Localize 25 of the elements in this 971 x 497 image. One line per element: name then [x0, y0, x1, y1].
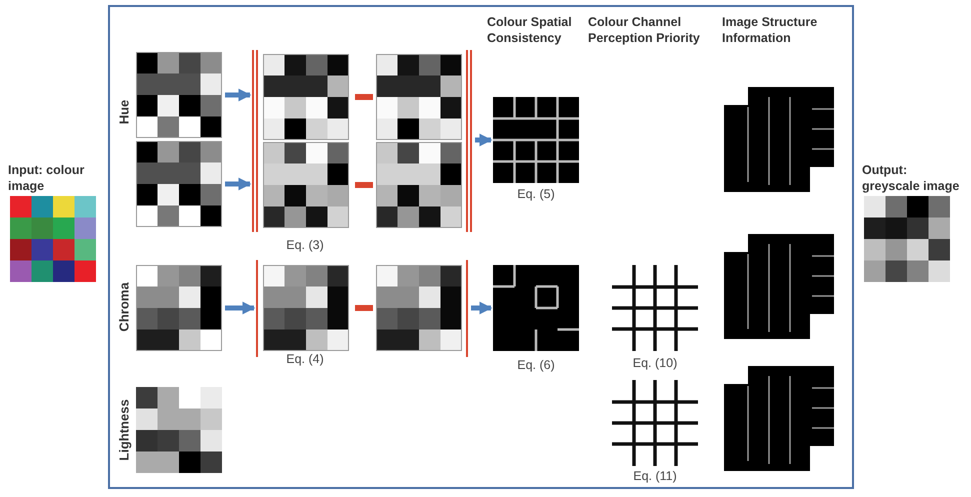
row-label: Hue	[116, 100, 132, 124]
equation-label: Eq. (10)	[632, 356, 678, 370]
edge-map-drawing	[493, 265, 579, 351]
row-label: Chroma	[116, 282, 132, 332]
arrow	[471, 302, 492, 314]
equation-label: Eq. (5)	[517, 187, 555, 201]
heading-text: Input: colour image	[8, 162, 86, 194]
arrow	[475, 134, 492, 146]
equation-label: Eq. (4)	[286, 352, 324, 366]
heading-text: Colour Spatial Consistency	[487, 14, 573, 46]
arrow	[225, 88, 252, 102]
arrow	[225, 178, 252, 190]
arrow	[225, 302, 256, 314]
heading-text: Output: greyscale image	[862, 162, 960, 194]
equation-label: Eq. (11)	[633, 469, 677, 483]
heading-text: Colour Channel Perception Priority	[588, 14, 701, 46]
pixel-grid-drawing	[136, 52, 222, 138]
bracket-group	[252, 50, 472, 232]
pixel-grid-drawing	[136, 141, 222, 227]
equation-label: Eq. (6)	[517, 358, 555, 372]
pixel-grid-drawing	[136, 265, 222, 351]
equation-label: Eq. (3)	[286, 238, 324, 252]
row-label: Lightness	[116, 399, 132, 461]
edge-map-drawing	[493, 97, 579, 183]
heading-text: Image Structure Information	[722, 14, 818, 46]
